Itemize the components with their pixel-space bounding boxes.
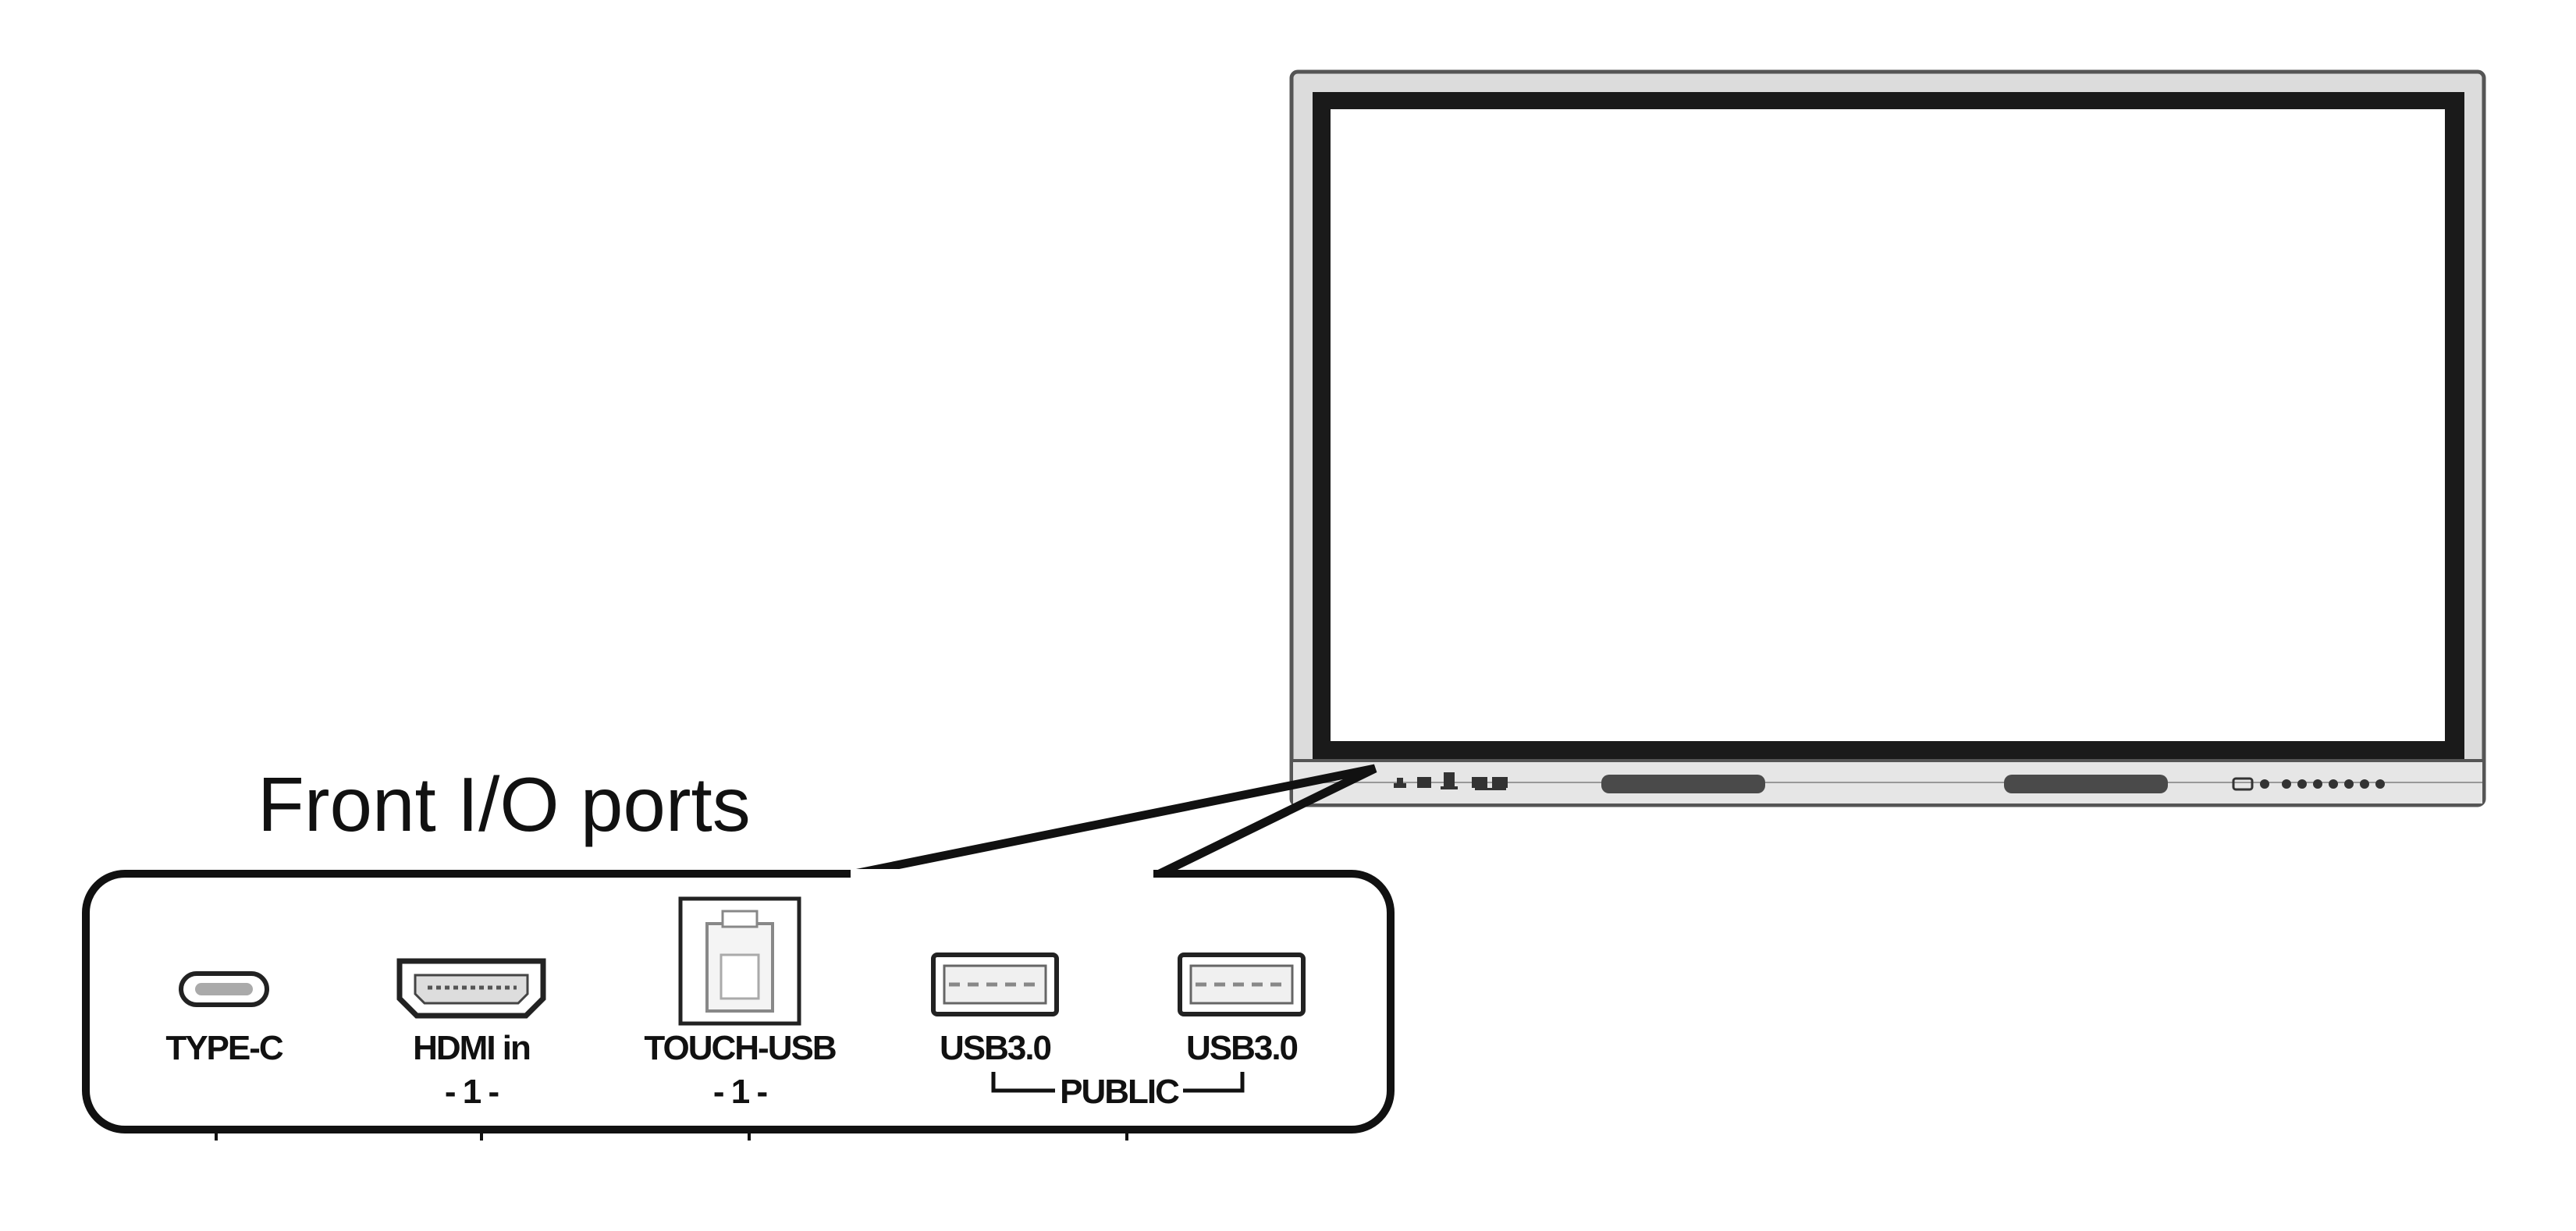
panel-tick-marks bbox=[215, 1128, 1128, 1141]
front-port-cluster bbox=[1394, 772, 1508, 790]
port-label-type-c: TYPE-C bbox=[165, 1029, 283, 1067]
port-label-hdmi: HDMI in bbox=[413, 1029, 530, 1067]
port-label-usb3-1: USB3.0 bbox=[940, 1029, 1051, 1067]
usb3-port-icon-2 bbox=[1178, 953, 1306, 1016]
diagram-title: Front I/O ports bbox=[258, 761, 751, 847]
touch-usb-port-icon bbox=[678, 896, 801, 1026]
public-group-label: PUBLIC bbox=[1060, 1073, 1179, 1111]
display-screen bbox=[1331, 109, 2445, 741]
interactive-display bbox=[1289, 69, 2486, 807]
front-control-buttons bbox=[2232, 777, 2385, 791]
right-speaker-grille bbox=[2004, 775, 2168, 793]
usb3-port-icon-1 bbox=[931, 953, 1059, 1016]
port-index-hdmi: - 1 - bbox=[445, 1073, 499, 1111]
port-label-usb3-2: USB3.0 bbox=[1186, 1029, 1298, 1067]
port-index-touch-usb: - 1 - bbox=[713, 1073, 767, 1111]
type-c-port-icon bbox=[179, 971, 269, 1007]
callout-pointer bbox=[845, 764, 1377, 880]
public-group-bracket bbox=[991, 1072, 1245, 1093]
left-speaker-grille bbox=[1601, 775, 1765, 793]
hdmi-port-icon bbox=[396, 958, 546, 1019]
port-label-touch-usb: TOUCH-USB bbox=[644, 1029, 835, 1067]
